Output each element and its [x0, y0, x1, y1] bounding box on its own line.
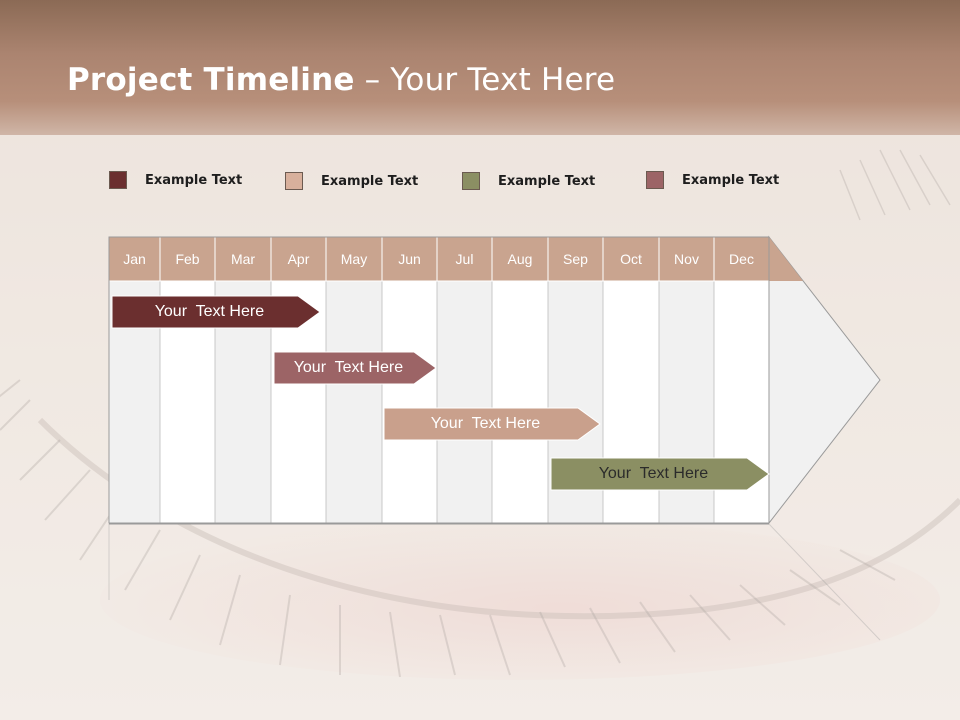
legend-item: Example Text: [646, 170, 779, 190]
month-label: Apr: [287, 251, 310, 267]
month-header-cell: [108, 236, 161, 282]
legend-item: Example Text: [285, 171, 418, 191]
legend-swatch: [109, 171, 127, 189]
month-header-cell: [713, 236, 770, 282]
page-title: Project Timeline – Your Text Here: [67, 62, 615, 98]
task-bar-label: Your Text Here: [430, 415, 541, 432]
month-label: Mar: [230, 251, 256, 267]
task-bar: [383, 407, 601, 441]
month-label: Nov: [674, 251, 699, 267]
task-bar: [111, 295, 321, 329]
task-bar-label: Your Text Here: [293, 359, 404, 376]
timeline-reflection: [108, 523, 881, 641]
legend-label: Example Text: [145, 172, 243, 188]
month-column: [491, 280, 549, 524]
task-bar-label: Your Text Here: [598, 465, 709, 482]
task-bar-label: Your Text Here: [154, 303, 265, 320]
task-bar: [273, 351, 437, 385]
month-label: Oct: [620, 251, 642, 267]
month-column: [436, 280, 493, 524]
month-label: Feb: [175, 251, 200, 267]
month-header-cell: [658, 236, 715, 282]
legend-label: Example Text: [682, 172, 780, 188]
month-header-cell: [602, 236, 660, 282]
legend-label: Example Text: [498, 173, 596, 189]
month-label: Jun: [398, 251, 421, 267]
month-label: May: [340, 251, 368, 267]
month-header-cell: [270, 236, 327, 282]
month-label: Aug: [507, 251, 533, 267]
legend-swatch: [285, 172, 303, 190]
legend-label: Example Text: [321, 173, 419, 189]
month-header-cell: [159, 236, 216, 282]
month-label: Jan: [123, 251, 146, 267]
month-column: [381, 280, 438, 524]
title-band: [0, 0, 960, 135]
month-header-cell: [547, 236, 604, 282]
arrow-header-cap: [769, 237, 803, 281]
title-bold: Project Timeline: [67, 62, 355, 98]
month-header-cell: [436, 236, 493, 282]
month-header-cell: [381, 236, 438, 282]
task-bar: [550, 457, 770, 491]
month-column: [325, 280, 383, 524]
legend-swatch: [462, 172, 480, 190]
month-label: Jul: [455, 251, 474, 267]
timeline-frame: [108, 236, 770, 524]
legend-item: Example Text: [109, 170, 242, 190]
month-label: Sep: [563, 251, 588, 267]
legend-item: Example Text: [462, 171, 595, 191]
title-rest: – Your Text Here: [354, 62, 616, 98]
legend-swatch: [646, 171, 664, 189]
month-label: Dec: [729, 251, 754, 267]
